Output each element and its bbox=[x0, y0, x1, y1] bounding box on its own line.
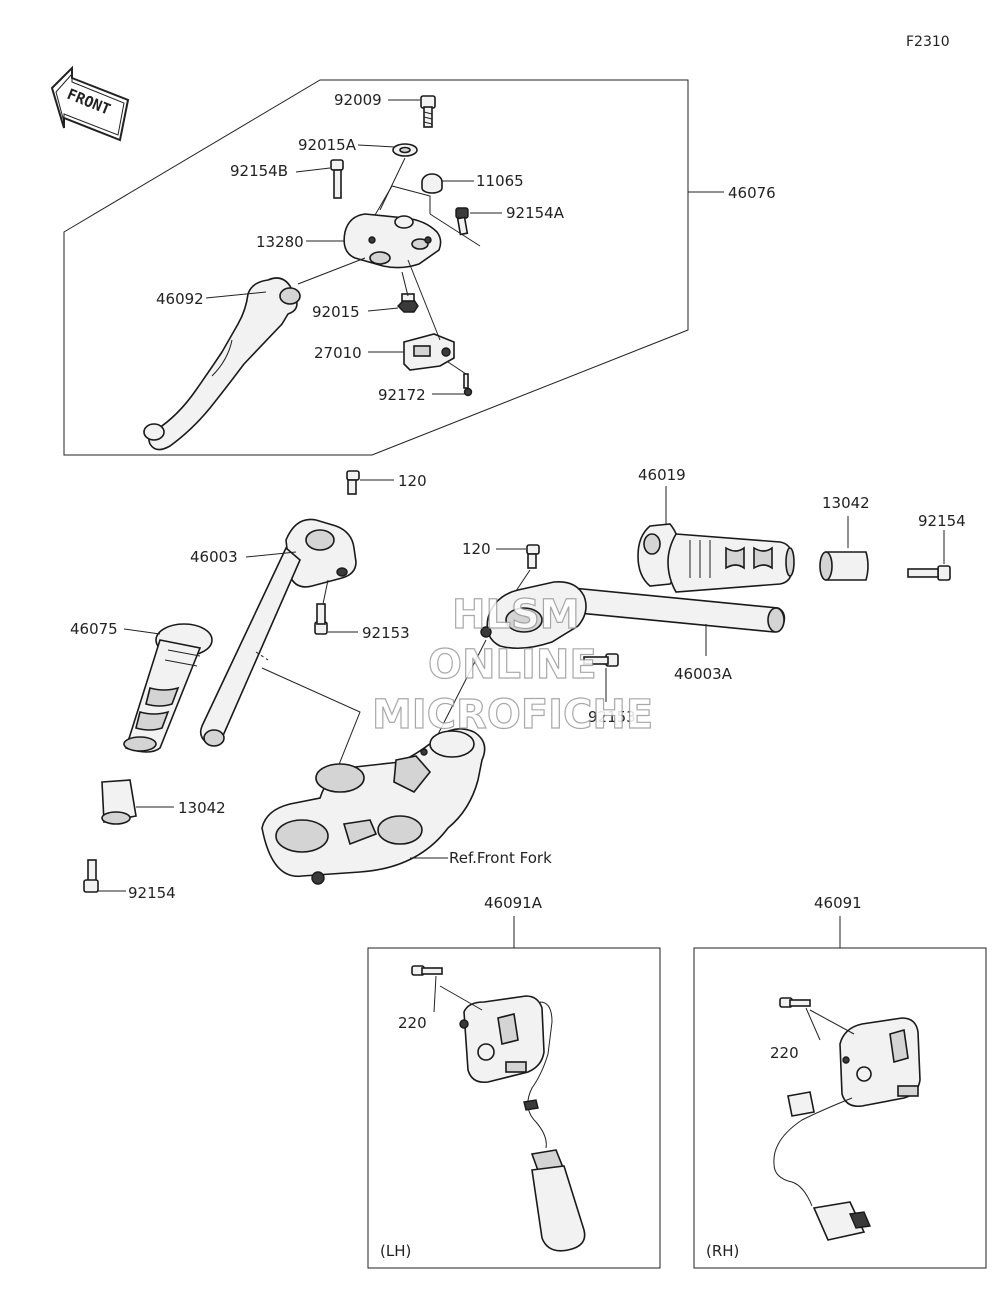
rh-switch-housing bbox=[773, 997, 921, 1241]
master-cylinder-assembly-box: 46076 bbox=[63, 79, 776, 456]
rh-label: (RH) bbox=[706, 1242, 739, 1260]
bolt-92153-left bbox=[314, 603, 328, 635]
callout-46091: 46091 bbox=[814, 894, 862, 912]
grip-46075 bbox=[123, 623, 213, 753]
callout-27010: 27010 bbox=[314, 344, 362, 362]
callout-13042-left: 13042 bbox=[178, 799, 226, 817]
lh-label: (LH) bbox=[380, 1242, 411, 1260]
lever-46092 bbox=[143, 277, 301, 451]
bolt-92154-left bbox=[83, 859, 99, 893]
washer-92015A bbox=[392, 143, 418, 157]
callout-46019: 46019 bbox=[638, 466, 686, 484]
callout-92015: 92015 bbox=[312, 303, 360, 321]
bolt-92154A bbox=[455, 207, 469, 236]
svg-text:MICROFICHE: MICROFICHE bbox=[372, 692, 653, 738]
bolt-92153-mid bbox=[583, 653, 619, 667]
rh-switch-box: 46091 (RH) bbox=[693, 894, 987, 1269]
cap-11065 bbox=[421, 173, 443, 194]
bolt-120-mid bbox=[526, 544, 540, 569]
switch-27010 bbox=[403, 333, 455, 371]
callout-46075: 46075 bbox=[70, 620, 118, 638]
callout-46092: 46092 bbox=[156, 290, 204, 308]
callout-92154-right: 92154 bbox=[918, 512, 966, 530]
steering-stem-top-clamp bbox=[261, 728, 486, 885]
bolt-92009 bbox=[420, 95, 436, 128]
nut-92015 bbox=[397, 293, 419, 313]
callout-220-rh: 220 bbox=[770, 1044, 799, 1062]
lh-switch-box: 46091A (LH) bbox=[367, 894, 661, 1269]
watermark: HLSM ONLINE MICROFICHE bbox=[371, 591, 653, 738]
callout-92154B: 92154B bbox=[230, 162, 288, 180]
callout-92154-left: 92154 bbox=[128, 884, 176, 902]
front-arrow-icon: FRONT bbox=[50, 65, 130, 142]
callout-46003: 46003 bbox=[190, 548, 238, 566]
callout-46076: 46076 bbox=[728, 184, 776, 202]
screw-92172 bbox=[463, 373, 473, 397]
callout-11065: 11065 bbox=[476, 172, 524, 190]
bolt-92154B bbox=[330, 159, 344, 199]
callout-120-mid: 120 bbox=[462, 540, 491, 558]
svg-text:HLSM: HLSM bbox=[452, 592, 580, 638]
callout-92154A: 92154A bbox=[506, 204, 565, 222]
callout-120-left: 120 bbox=[398, 472, 427, 490]
lh-switch-housing bbox=[411, 965, 586, 1252]
bolt-120-left bbox=[346, 470, 360, 495]
callout-92015A: 92015A bbox=[298, 136, 357, 154]
callout-92009: 92009 bbox=[334, 91, 382, 109]
callout-46091A: 46091A bbox=[484, 894, 543, 912]
bar-end-weight-13042-left bbox=[101, 779, 137, 825]
svg-text:ONLINE: ONLINE bbox=[428, 642, 597, 688]
handlebar-46003A bbox=[480, 580, 786, 650]
callout-46003A: 46003A bbox=[674, 665, 733, 683]
bar-end-weight-13042-right bbox=[819, 551, 869, 581]
ref-front-fork-label: Ref.Front Fork bbox=[449, 849, 552, 867]
master-cylinder-13280 bbox=[343, 213, 442, 269]
callout-13042-right: 13042 bbox=[822, 494, 870, 512]
grip-46019 bbox=[637, 523, 795, 593]
callout-92172: 92172 bbox=[378, 386, 426, 404]
figure-code: F2310 bbox=[906, 34, 950, 50]
handlebar-46003 bbox=[199, 518, 357, 747]
callout-92153-left: 92153 bbox=[362, 624, 410, 642]
callout-220-lh: 220 bbox=[398, 1014, 427, 1032]
callout-92153-mid: 92153 bbox=[588, 708, 636, 726]
bolt-92154-right bbox=[907, 565, 951, 581]
callout-13280: 13280 bbox=[256, 233, 304, 251]
